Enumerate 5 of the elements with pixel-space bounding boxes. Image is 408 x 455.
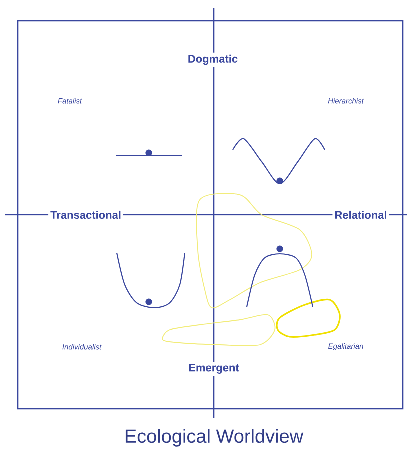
- axis-label: Transactional: [48, 208, 124, 222]
- axis-label: Emergent: [186, 362, 242, 376]
- axis-label: Relational: [332, 208, 390, 222]
- caption: Ecological Worldview: [126, 429, 304, 447]
- axis-label: Dogmatic: [186, 52, 240, 68]
